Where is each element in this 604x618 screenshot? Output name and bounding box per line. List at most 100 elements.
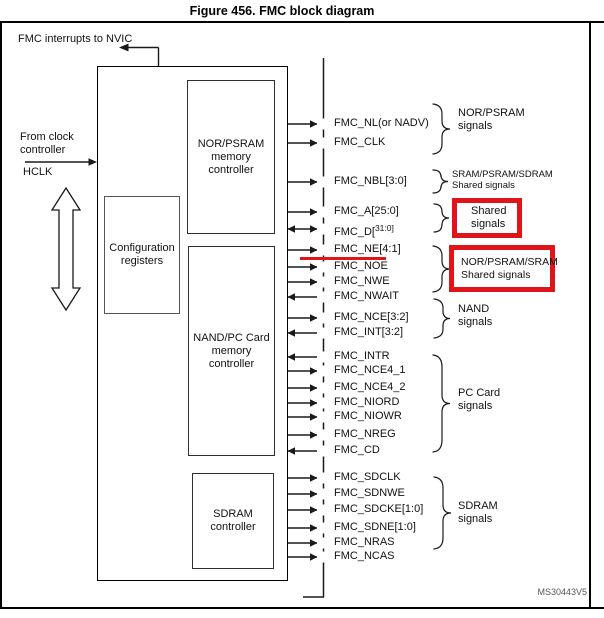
clock-source-label: From clock controller [20,131,74,157]
signal-label: FMC_INTR [334,350,390,362]
red-box-annotation-shared: Shared signals [452,198,522,238]
signal-pin [318,429,329,441]
group-label-line: NOR/PSRAM/SRAM [461,256,558,268]
block-label-line: controller [208,357,255,370]
group-label-sram-shared: SRAM/PSRAM/SDRAM Shared signals [452,169,553,191]
right-arrowhead-icon [310,413,318,421]
block-label-line: Configuration [109,242,175,254]
group-label-line: PC Card [458,387,501,399]
block-label-line: controller [208,163,254,176]
right-arrowhead-icon [310,208,318,216]
red-box-annotation-nor-sram-shared: NOR/PSRAM/SRAM Shared signals [449,245,558,292]
sdram-controller-block: SDRAM controller [192,473,274,569]
group-label-line: Shared signals [461,269,531,281]
block-label-line: NAND/PC Card [193,331,270,344]
block-label-line: memory [211,344,252,357]
group-label-line: NAND [458,303,490,315]
signal-pin [318,472,329,484]
signal-pin [318,137,329,149]
signal-pin [318,206,329,218]
hclk-label: HCLK [23,166,53,178]
nand-pccard-controller-block: NAND/PC Card memory controller [188,246,275,456]
signal-pins-layer [287,118,329,563]
signal-label: FMC_SDNE[1:0] [334,521,416,533]
clock-source-line: controller [20,144,66,156]
signal-pin [318,276,329,288]
brace-shared [433,203,450,233]
signal-label: FMC_NE[4:1] [334,243,401,255]
nvic-label: FMC interrupts to NVIC [18,33,133,45]
signal-label: FMC_SDCKE[1:0] [334,503,424,515]
signal-pin [318,504,329,516]
brace-nand [433,298,451,339]
group-label-line: Shared [471,205,507,217]
signal-label: FMC_NCE[3:2] [334,311,409,323]
group-label-sdram: SDRAM signals [458,500,498,526]
group-label-pc-card: PC Card signals [458,387,500,413]
brace-sram-shared [432,169,449,194]
signal-pin [318,223,329,235]
right-arrowhead-icon [310,474,318,482]
fmc-main-block [97,66,288,581]
block-label-line: controller [210,521,256,533]
signal-pin [318,522,329,534]
nvic-arrow [119,43,160,66]
right-arrowhead-icon [310,506,318,514]
block-label-line: SDRAM [213,508,253,520]
signal-label: FMC_NREG [334,428,396,440]
left-arrowhead-icon [287,293,295,301]
group-label-line: signals [458,400,493,412]
brace-pc-card [432,354,451,453]
signal-label: FMC_NCE4_2 [334,381,406,393]
red-underline-annotation [300,257,386,260]
right-arrowhead-icon [310,246,318,254]
signal-label: FMC_CD [334,444,380,456]
signal-pin [318,411,329,423]
signal-label: FMC_CLK [334,136,386,148]
signal-label: FMC_NL(or NADV) [334,117,429,129]
block-label-line: NOR/PSRAM [197,137,265,150]
group-label-nor-sram-shared: NOR/PSRAM/SRAM Shared signals [461,256,558,282]
figure-frame-left [0,21,2,609]
group-label-line: SDRAM [458,500,498,512]
signal-pin [318,244,329,256]
right-arrowhead-icon [310,524,318,532]
signal-label: FMC_NIORD [334,396,400,408]
block-label-line: registers [120,255,164,267]
block-label-line: memory [211,150,251,163]
right-arrowhead-icon [310,384,318,392]
signal-pin [318,488,329,500]
signal-label: FMC_NCE4_1 [334,364,406,376]
signal-pin [318,397,329,409]
figure-frame-bottom [0,607,604,609]
right-arrowhead-icon [310,367,318,375]
title-divider [0,21,604,23]
group-label-nand: NAND signals [458,303,492,329]
figure-code: MS30443V5 [537,587,587,597]
signal-pin [318,118,329,130]
signal-label: FMC_NCAS [334,550,395,562]
signal-pin [318,382,329,394]
clock-source-line: From clock [20,131,74,143]
right-arrowhead-icon [310,263,318,271]
right-arrowhead-icon [310,120,318,128]
group-label-line: signals [458,120,493,132]
right-arrowhead-icon [310,399,318,407]
signal-label: FMC_A[25:0] [334,205,399,217]
signal-label: FMC_D[31:0] [334,223,394,238]
figure-title: Figure 456. FMC block diagram [189,4,375,18]
group-label-shared: Shared signals [471,205,506,231]
right-arrowhead-icon [310,225,318,233]
signal-label: FMC_SDNWE [334,487,405,499]
signal-label: FMC_NWE [334,275,390,287]
configuration-registers-block: Configuration registers [104,196,180,314]
signal-label: FMC_NBL[3:0] [334,175,407,187]
left-arrowhead-icon [287,447,295,455]
group-label-line: NOR/PSRAM [458,107,525,119]
clock-arrow [25,158,97,166]
signal-pin [318,176,329,188]
signal-label: FMC_SDCLK [334,471,401,483]
figure-frame-right [589,21,591,609]
